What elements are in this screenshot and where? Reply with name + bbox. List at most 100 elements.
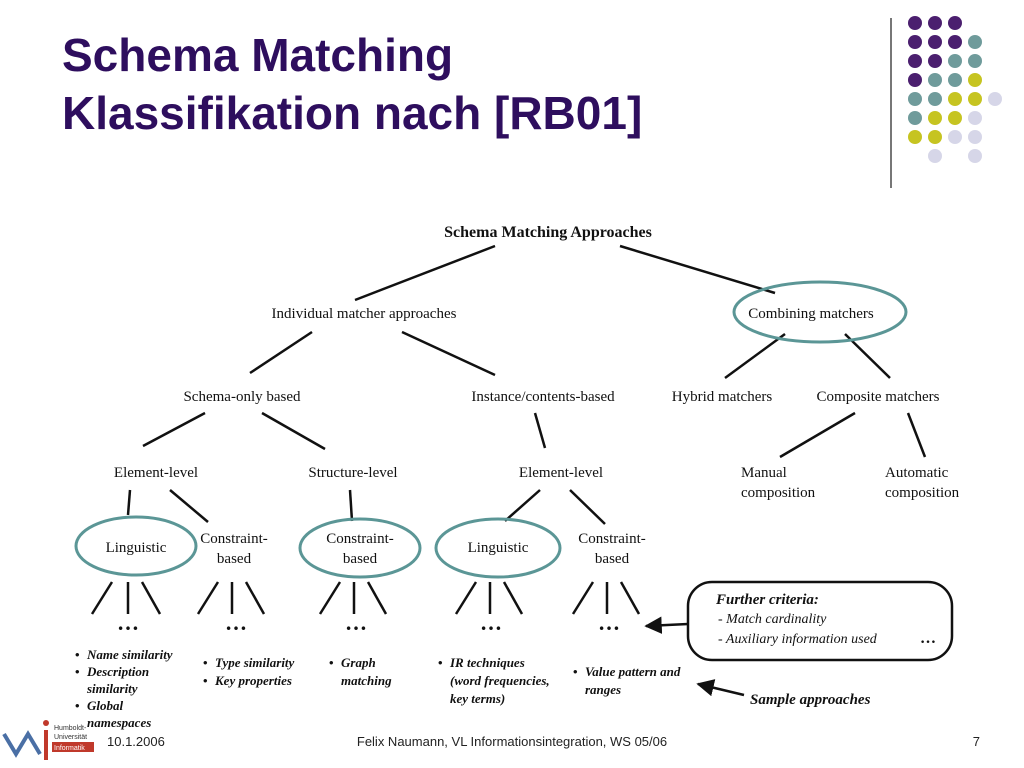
footer-page-number: 7	[972, 734, 980, 749]
approach-ir-line-1: IR techniques	[449, 655, 525, 670]
node-linguistic-1: Linguistic	[106, 540, 167, 556]
dot	[928, 130, 942, 144]
slide-title: Schema Matching Klassifikation nach [RB0…	[62, 26, 642, 142]
dot	[908, 92, 922, 106]
dot	[968, 130, 982, 144]
dot	[948, 16, 962, 30]
logo-text-3: Informatik	[54, 745, 85, 752]
dot	[928, 149, 942, 163]
slide-title-line-1: Schema Matching	[62, 29, 454, 81]
node-manual-line-1: Manual	[741, 465, 787, 481]
bullet-mark: •	[203, 673, 208, 688]
dot	[948, 35, 962, 49]
node-instance-based: Instance/contents-based	[471, 389, 615, 405]
highlight-combining-matchers	[732, 280, 908, 344]
ellipsis-5: …	[598, 610, 620, 635]
dot	[908, 111, 922, 125]
dot	[928, 16, 942, 30]
node-structure-level: Structure-level	[308, 465, 397, 481]
highlight-ellipses	[74, 280, 908, 579]
node-root: Schema Matching Approaches	[444, 224, 652, 241]
approach-key-properties: Key properties	[214, 673, 292, 688]
node-constraint-3-line-1: Constraint-	[578, 531, 646, 547]
approach-ir-line-3: key terms)	[450, 691, 505, 706]
node-individual-matchers: Individual matcher approaches	[272, 306, 457, 322]
dot	[928, 54, 942, 68]
logo-text-2: Universität	[54, 734, 87, 741]
node-constraint-2-line-1: Constraint-	[326, 531, 394, 547]
bullet-mark: •	[438, 655, 443, 670]
bullet-mark: •	[329, 655, 334, 670]
footer-date: 10.1.2006	[107, 734, 165, 749]
approach-value-line-2: ranges	[585, 682, 621, 697]
further-criteria-ellipsis: …	[920, 630, 936, 647]
further-criteria-item-2: - Auxiliary information used	[718, 632, 878, 647]
approach-name-similarity: Name similarity	[86, 647, 173, 662]
node-constraint-1-line-1: Constraint-	[200, 531, 268, 547]
approach-description-line-2: similarity	[86, 681, 138, 696]
approach-graph-line-1: Graph	[341, 655, 376, 670]
sample-approaches-label: Sample approaches	[750, 692, 871, 708]
ellipsis-1: …	[117, 610, 139, 635]
further-criteria-item-1: - Match cardinality	[718, 612, 827, 627]
highlight-linguistic-1	[74, 515, 198, 577]
dot	[928, 35, 942, 49]
ellipsis-2: …	[225, 610, 247, 635]
logo-mark	[2, 730, 42, 758]
dot	[928, 111, 942, 125]
node-manual-line-2: composition	[741, 485, 816, 501]
highlight-constraint-2	[298, 517, 422, 579]
further-criteria-arrow	[644, 616, 689, 634]
dot	[948, 130, 962, 144]
dot	[948, 73, 962, 87]
approach-description-line-1: Description	[86, 664, 149, 679]
slide-title-line-2: Klassifikation nach [RB01]	[62, 87, 643, 139]
node-composite-matchers: Composite matchers	[817, 389, 940, 405]
bullet-mark: •	[75, 664, 80, 679]
node-constraint-1-line-2: based	[217, 551, 252, 567]
dot	[948, 92, 962, 106]
dot	[948, 54, 962, 68]
approach-type-similarity: Type similarity	[215, 655, 295, 670]
dot	[948, 111, 962, 125]
node-linguistic-2: Linguistic	[468, 540, 529, 556]
node-combining-matchers: Combining matchers	[748, 306, 874, 322]
dot	[928, 92, 942, 106]
dot	[928, 73, 942, 87]
node-constraint-2-line-2: based	[343, 551, 378, 567]
dot	[968, 92, 982, 106]
node-element-level-2: Element-level	[519, 465, 603, 481]
footer-center-text: Felix Naumann, VL Informationsintegratio…	[356, 734, 668, 749]
dot	[908, 73, 922, 87]
node-element-level-1: Element-level	[114, 465, 198, 481]
bullet-mark: •	[573, 664, 578, 679]
further-criteria-box	[686, 580, 954, 662]
ellipsis-4: …	[480, 610, 502, 635]
node-hybrid-matchers: Hybrid matchers	[672, 389, 773, 405]
dot	[968, 73, 982, 87]
dot	[908, 35, 922, 49]
node-automatic-line-2: composition	[885, 485, 960, 501]
approach-global-line-2: namespaces	[87, 715, 151, 730]
ellipsis-3: …	[345, 610, 367, 635]
logo-text-1: Humboldt-	[54, 725, 87, 732]
logo-dot	[43, 720, 49, 726]
dot	[968, 35, 982, 49]
approach-global-line-1: Global	[87, 698, 124, 713]
tree-connectors	[90, 244, 927, 615]
node-constraint-3-line-2: based	[595, 551, 630, 567]
node-automatic-line-1: Automatic	[885, 465, 949, 481]
dot	[908, 16, 922, 30]
approach-graph-line-2: matching	[341, 673, 392, 688]
approach-value-line-1: Value pattern and	[585, 664, 681, 679]
sample-approaches-arrow	[696, 679, 745, 697]
approach-ir-line-2: (word frequencies,	[450, 673, 550, 688]
bullet-mark: •	[75, 647, 80, 662]
university-logo: Humboldt- Universität Informatik	[2, 720, 94, 760]
highlight-linguistic-2	[434, 517, 562, 579]
bullet-mark: •	[203, 655, 208, 670]
dot	[908, 130, 922, 144]
node-schema-only: Schema-only based	[183, 389, 301, 405]
bullet-mark: •	[75, 698, 80, 713]
